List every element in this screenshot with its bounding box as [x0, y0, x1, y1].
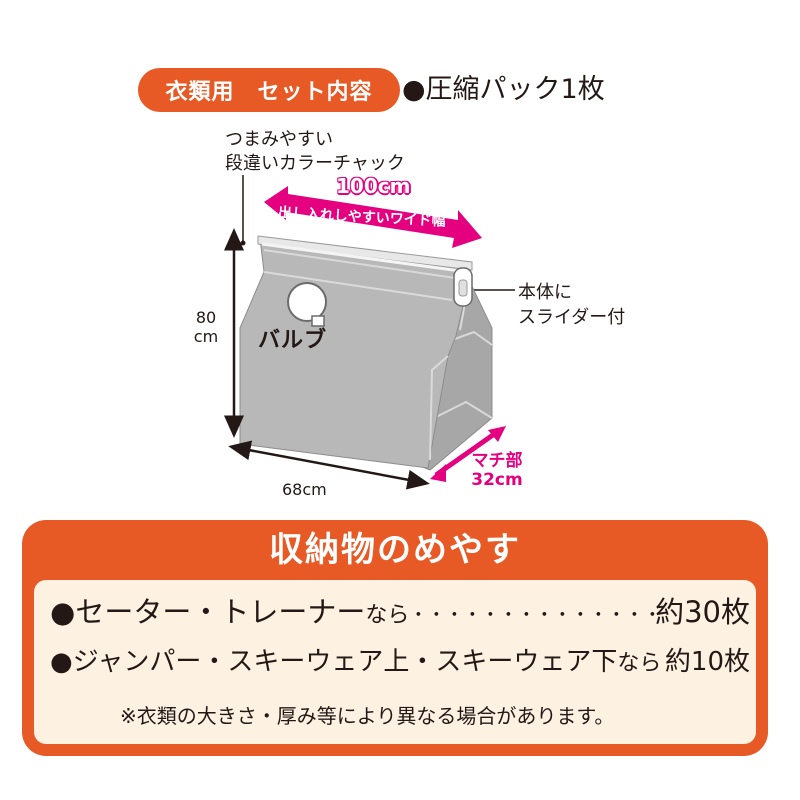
width-dimension-line [228, 440, 430, 490]
valve-tab [311, 315, 325, 327]
zipper-line-2 [263, 249, 463, 280]
zipper-top [257, 235, 473, 271]
storage-guide-panel [34, 580, 756, 744]
depth-arrow-head-1 [430, 464, 446, 482]
valve [287, 282, 327, 322]
zipper-leader-dot [240, 240, 246, 246]
valve-label: バルブ [258, 328, 328, 353]
leader-dots: ・・・・・・・・・・・・・・・・・・・・・・・・・・・・・・・・・・・・・・ [661, 642, 665, 686]
height-label: 80 cm [193, 308, 219, 346]
size-width-label: 100cm [336, 174, 411, 198]
guide-row-label: ●セーター・トレーナーなら [50, 595, 410, 629]
guide-row-quantity: 約30枚 [655, 595, 750, 629]
zipper-callout: つまみやすい 段違いカラーチャック [225, 129, 405, 174]
set-contents-badge: 衣類用 セット内容 [138, 68, 400, 112]
guide-row-quantity: 約10枚 [664, 647, 750, 677]
width-label: 68cm [282, 480, 327, 499]
leader-dots: ・・・・・・・・・・・・・・・・・・・・・・・・・・・・・・・・・・・・・・ [409, 605, 656, 626]
set-contents-label: 衣類用 セット内容 [165, 80, 373, 105]
storage-guide-title: 収納物のめやす [269, 530, 521, 570]
set-contents-text: ●圧縮パック1枚 [402, 74, 605, 105]
guide-row-label: ●ジャンパー・スキーウェア上・スキーウェア下なら [50, 647, 662, 677]
guide-row-sweater: ●セーター・トレーナーなら ・・・・・・・・・・・・・・・・・・・・・・・・・・… [50, 592, 750, 636]
guide-row-jacket: ●ジャンパー・スキーウェア上・スキーウェア下なら ・・・・・・・・・・・・・・・… [50, 642, 750, 686]
bag-gusset-fold [429, 330, 493, 421]
depth-arrow-head-2 [488, 426, 506, 442]
zipper-line-1 [261, 242, 469, 274]
depth-label: マチ部 32cm [471, 451, 523, 490]
slider-callout: 本体に スライダー付 [518, 282, 626, 328]
slider-slot [458, 279, 468, 297]
depth-dimension-line [434, 427, 502, 478]
product-diagram [224, 175, 515, 490]
size-arrow [264, 186, 482, 248]
disclaimer-note: ※衣類の大きさ・厚み等により異なる場合があります。 [120, 704, 615, 728]
